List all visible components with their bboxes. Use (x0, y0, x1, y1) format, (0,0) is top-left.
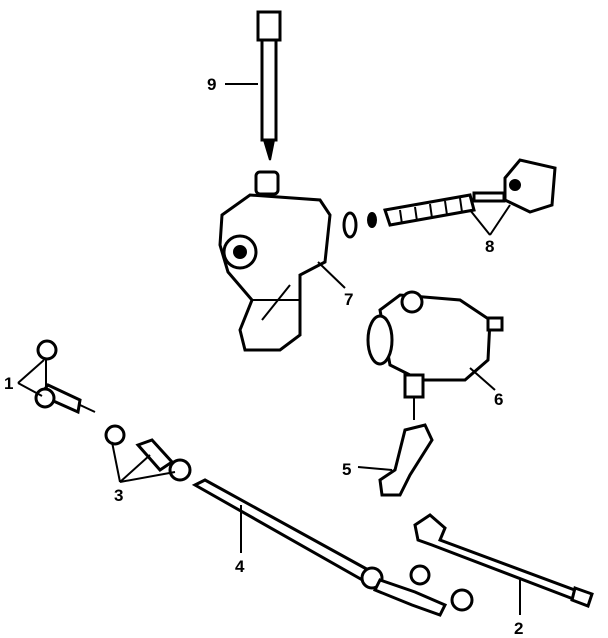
callout-3: 3 (114, 486, 123, 505)
leader-6 (469, 367, 496, 391)
sector-shaft-part[interactable] (256, 10, 282, 161)
callout-9: 9 (207, 75, 216, 94)
callout-2: 2 (514, 619, 523, 638)
worm-shaft-part[interactable] (383, 158, 557, 227)
leader-3 (111, 441, 176, 483)
leader-8 (469, 204, 511, 236)
tie-rod-end-part[interactable] (34, 339, 96, 415)
leader-5 (357, 466, 393, 471)
pitman-arm-part[interactable] (378, 423, 434, 497)
tie-rod-part[interactable] (191, 478, 448, 617)
gear-housing-part[interactable] (218, 193, 377, 352)
leader-7 (317, 261, 346, 289)
bushing-part[interactable] (254, 170, 280, 196)
leader-1 (17, 359, 45, 397)
callout-7: 7 (344, 290, 353, 309)
callout-4: 4 (235, 557, 245, 576)
callout-6: 6 (494, 390, 503, 409)
callout-1: 1 (4, 374, 13, 393)
callout-8: 8 (485, 237, 494, 256)
steering-gear-part[interactable] (366, 290, 504, 420)
callout-5: 5 (342, 460, 351, 479)
adjuster-sleeve-part[interactable] (104, 424, 192, 482)
drag-link-part[interactable] (409, 513, 594, 612)
